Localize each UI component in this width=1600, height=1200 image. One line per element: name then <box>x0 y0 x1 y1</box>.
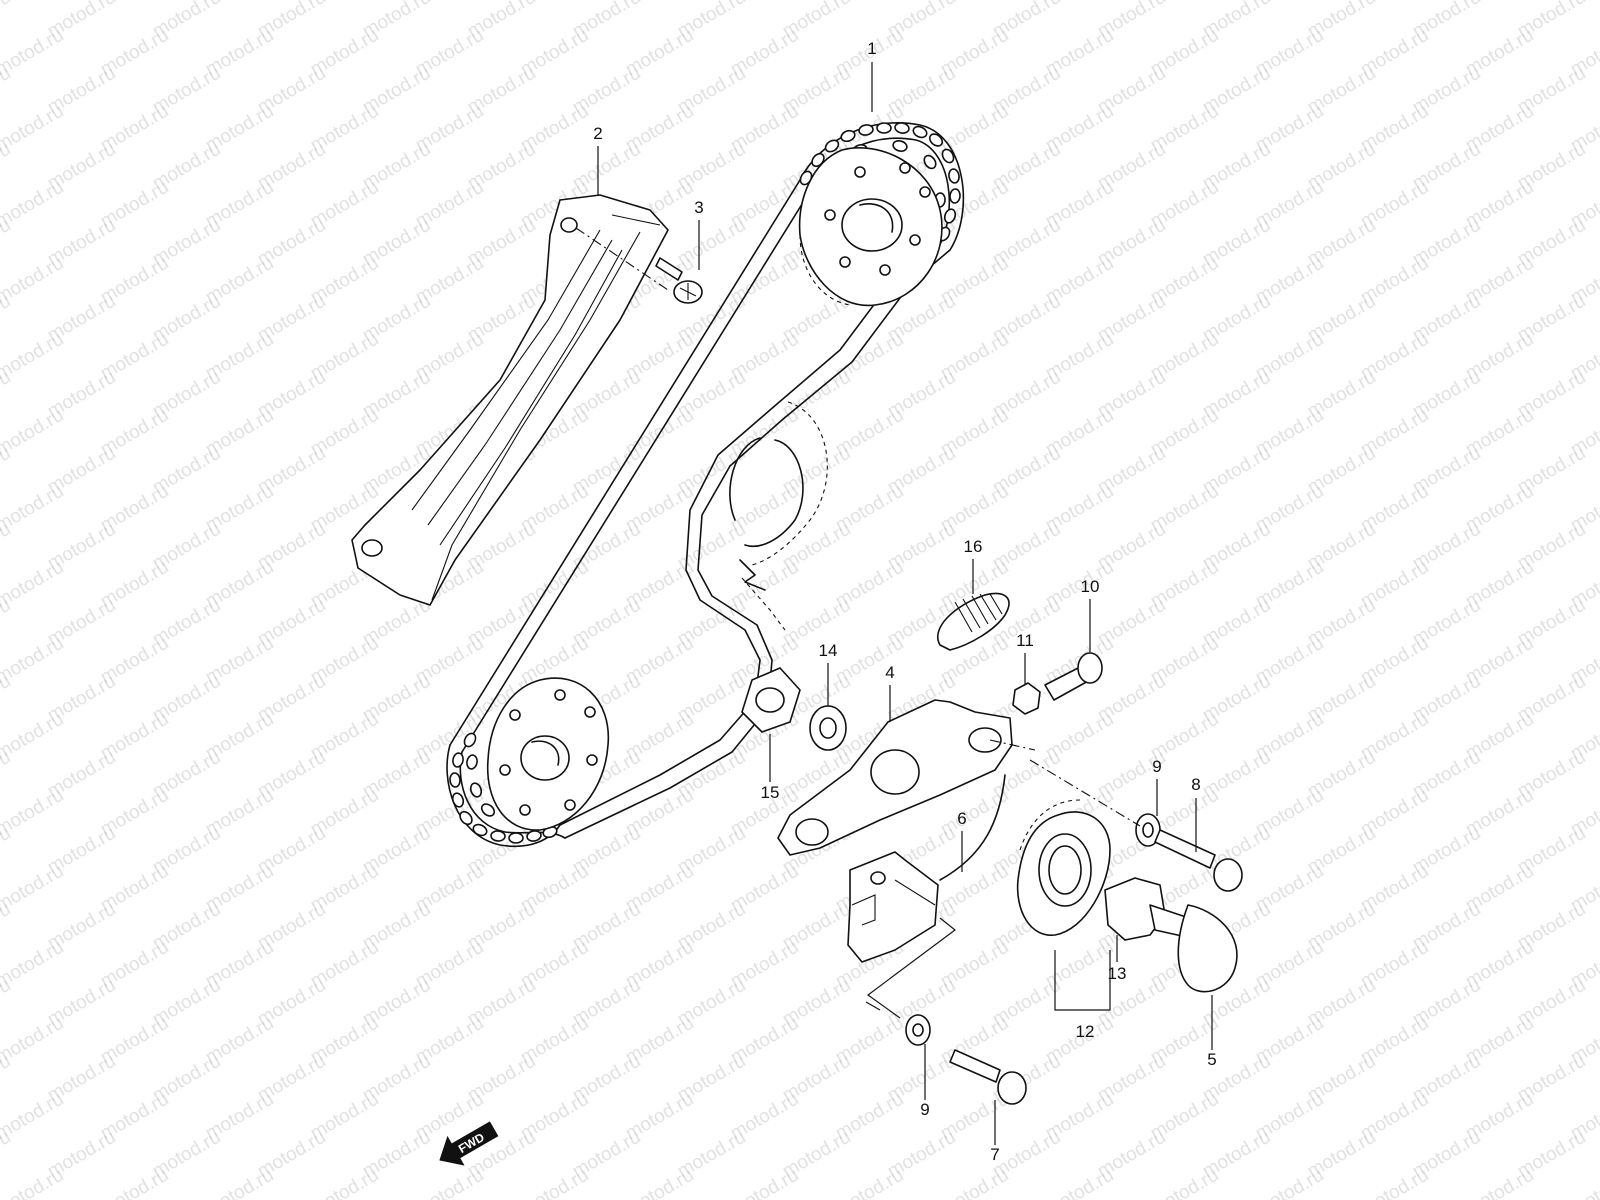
watermark-text: motod.ru <box>1567 1165 1600 1200</box>
watermark-text: motod.ru <box>0 253 67 309</box>
watermark-text: motod.ru <box>1042 1165 1117 1200</box>
bolt-8 <box>1029 759 1243 892</box>
spring-wire-6 <box>939 774 1006 881</box>
callout-2: 2 <box>593 124 602 143</box>
watermark-text: motod.ru <box>0 557 67 613</box>
bracket-leader <box>866 917 956 1019</box>
watermark-text: motod.ru <box>97 1165 172 1200</box>
watermark-text: motod.ru <box>0 405 67 461</box>
chain-link <box>451 792 465 808</box>
tensioner-arm-4 <box>777 699 1036 856</box>
watermark-text: motod.ru <box>0 25 67 81</box>
bracket <box>847 851 939 963</box>
chain-link <box>480 803 496 817</box>
callout-16: 16 <box>964 537 983 556</box>
chain-link <box>858 124 874 136</box>
callout-12: 12 <box>1076 1022 1095 1041</box>
chain-link <box>490 830 506 842</box>
top-cam-sprocket <box>798 147 943 307</box>
bolt-7 <box>865 1001 1027 1105</box>
watermark-text: motod.ru <box>0 785 67 841</box>
chain-link <box>452 752 464 768</box>
chain-link <box>466 754 478 770</box>
watermark-text: motod.ru <box>412 1165 487 1200</box>
callout-6: 6 <box>957 809 966 828</box>
chain-link <box>449 772 461 788</box>
watermark-text: motod.ru <box>202 1165 277 1200</box>
chain-link <box>943 208 957 224</box>
watermark-text: motod.ru <box>0 937 67 993</box>
callout-5: 5 <box>1207 1050 1216 1069</box>
watermark-text: motod.ru <box>622 1165 697 1200</box>
callout-3: 3 <box>694 198 703 217</box>
callout-9b: 9 <box>920 1100 929 1119</box>
watermark-text: motod.ru <box>1147 1165 1222 1200</box>
nut-11 <box>1012 682 1041 715</box>
watermark-text: motod.ru <box>727 1165 802 1200</box>
watermark-text: motod.ru <box>0 633 67 689</box>
watermark-text: motod.ru <box>1462 1165 1537 1200</box>
chain-link <box>840 129 856 143</box>
crank-sprocket <box>729 401 828 631</box>
chain-guide <box>351 194 669 606</box>
watermark-text: motod.ru <box>0 709 67 765</box>
chain-link <box>912 125 928 139</box>
callout-11: 11 <box>1016 631 1034 650</box>
watermark-text: motod.ru <box>0 329 67 385</box>
callout-13: 13 <box>1108 964 1127 983</box>
chain-link <box>463 732 477 748</box>
guide-screw <box>575 227 703 304</box>
spring-16 <box>937 592 1010 651</box>
chain-link <box>472 823 488 837</box>
chain-link <box>876 122 892 134</box>
tensioner-cam-12 <box>1016 799 1111 936</box>
callout-7: 7 <box>990 1145 999 1164</box>
chain-link <box>949 188 961 204</box>
watermark-text: motod.ru <box>0 481 67 537</box>
callout-4: 4 <box>885 663 894 682</box>
watermark-text: motod.ru <box>0 177 67 233</box>
washer-14 <box>809 705 847 751</box>
chain-link <box>469 782 483 798</box>
collar-15 <box>741 667 801 733</box>
watermark-text: motod.ru <box>0 0 14 42</box>
watermark-text: motod.ru <box>1357 1165 1432 1200</box>
callout-1: 1 <box>867 39 876 58</box>
chain-link <box>892 140 908 152</box>
callout-10: 10 <box>1081 577 1100 596</box>
watermark-text: motod.ru <box>307 1165 382 1200</box>
cap-plate-5 <box>1177 904 1238 993</box>
callout-9a: 9 <box>1152 757 1161 776</box>
chain-link <box>923 154 937 170</box>
chain-link <box>526 830 542 842</box>
chain-link <box>928 133 944 147</box>
chain-link <box>941 148 955 164</box>
watermark-text: motod.ru <box>0 1013 67 1069</box>
watermark-text: motod.ru <box>0 861 67 917</box>
chain-link <box>948 168 960 184</box>
callout-leader-12 <box>1054 950 1111 1011</box>
callout-15: 15 <box>761 783 780 802</box>
bottom-sprocket <box>486 677 610 831</box>
watermark-text: motod.ru <box>832 1165 907 1200</box>
chain-link <box>459 810 473 826</box>
watermark-text: motod.ru <box>0 101 67 157</box>
watermark-text: motod.ru <box>0 1165 67 1200</box>
watermark-text: motod.ru <box>937 1165 1012 1200</box>
watermark-text: motod.ru <box>517 1165 592 1200</box>
callout-8: 8 <box>1191 775 1200 794</box>
callout-14: 14 <box>819 641 838 660</box>
watermark-text: motod.ru <box>1252 1165 1327 1200</box>
chain-link <box>894 122 910 134</box>
washer-9-lower <box>905 1014 931 1046</box>
watermark-text: motod.ru <box>0 1089 67 1145</box>
chain-link <box>508 832 524 844</box>
washer-9-upper <box>1135 813 1161 847</box>
bolt-10 <box>1044 652 1103 701</box>
chain-link <box>824 139 840 153</box>
